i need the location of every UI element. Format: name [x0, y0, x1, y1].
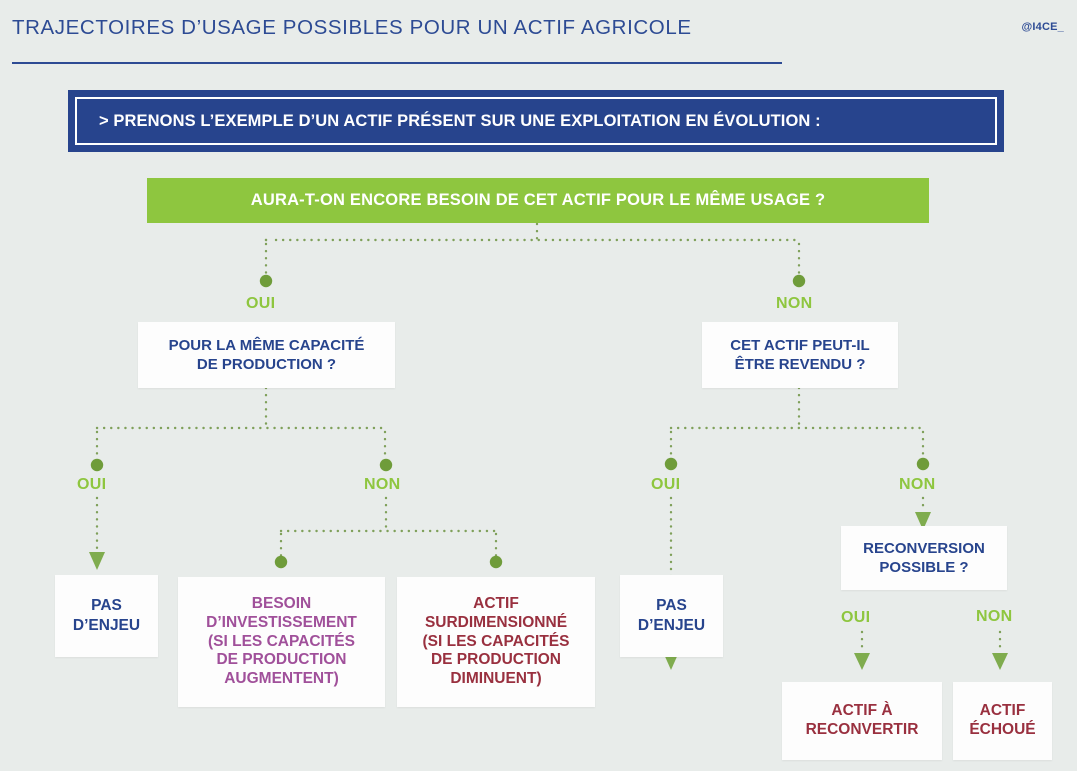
title-divider: [12, 62, 782, 64]
outcome-besoin-sub1: (SI LES CAPACITÉS: [208, 632, 355, 650]
outcome-besoin-line2: D’INVESTISSEMENT: [206, 613, 357, 631]
label-reconversion-no: NON: [976, 608, 1013, 625]
page-title: TRAJECTOIRES D’USAGE POSSIBLES POUR UN A…: [12, 16, 692, 39]
intro-banner-inner-border: > PRENONS L’EXEMPLE D’UN ACTIF PRÉSENT S…: [75, 97, 997, 145]
question-reconversion-line1: RECONVERSION: [863, 539, 985, 557]
question-box-right-resale: CET ACTIF PEUT-IL ÊTRE REVENDU ?: [702, 322, 898, 388]
question-right-line1: CET ACTIF PEUT-IL: [730, 336, 870, 354]
outcome-box-actif-a-reconvertir: ACTIF À RECONVERTIR: [782, 682, 942, 760]
outcome-surdim-sub3: DIMINUENT): [450, 670, 542, 688]
outcome-box-besoin-investissement: BESOIN D’INVESTISSEMENT (SI LES CAPACITÉ…: [178, 577, 385, 707]
outcome-box-actif-echoue: ACTIF ÉCHOUÉ: [953, 682, 1052, 760]
outcome-echoue-line2: ÉCHOUÉ: [969, 721, 1036, 738]
outcome-surdim-sub2: DE PRODUCTION: [430, 651, 562, 669]
outcome-pas-denjeu-left-line2: D’ENJEU: [72, 617, 141, 634]
label-root-yes: OUI: [246, 295, 276, 312]
question-right-line2: ÊTRE REVENDU ?: [734, 356, 866, 373]
outcome-box-actif-surdimensionne: ACTIF SURDIMENSIONNÉ (SI LES CAPACITÉS D…: [397, 577, 595, 707]
question-left-line2: DE PRODUCTION ?: [196, 356, 337, 373]
outcome-box-pas-denjeu-right: PAS D’ENJEU: [620, 575, 723, 657]
root-question-bar: AURA-T-ON ENCORE BESOIN DE CET ACTIF POU…: [147, 178, 929, 223]
outcome-besoin-sub2: DE PRODUCTION: [216, 651, 347, 669]
question-left-line1: POUR LA MÊME CAPACITÉ: [168, 336, 365, 354]
outcome-besoin-sub3: AUGMENTENT): [224, 670, 339, 688]
outcome-pas-denjeu-right-line1: PAS: [656, 597, 687, 615]
outcome-reconvertir-line2: RECONVERTIR: [805, 721, 919, 738]
outcome-surdim-sub1: (SI LES CAPACITÉS: [422, 632, 570, 650]
outcome-surdim-line1: ACTIF: [473, 594, 519, 612]
outcome-echoue-line1: ACTIF: [979, 702, 1026, 720]
outcome-reconvertir-line1: ACTIF À: [831, 702, 893, 720]
question-box-left-capacity: POUR LA MÊME CAPACITÉ DE PRODUCTION ?: [138, 322, 395, 388]
outcome-box-pas-denjeu-left: PAS D’ENJEU: [55, 575, 158, 657]
question-box-reconversion: RECONVERSION POSSIBLE ?: [841, 526, 1007, 590]
label-left-yes: OUI: [77, 476, 107, 493]
label-left-no: NON: [364, 476, 401, 493]
root-question-text: AURA-T-ON ENCORE BESOIN DE CET ACTIF POU…: [250, 191, 826, 209]
outcome-surdim-line2: SURDIMENSIONNÉ: [424, 613, 568, 631]
intro-banner: > PRENONS L’EXEMPLE D’UN ACTIF PRÉSENT S…: [68, 90, 1004, 152]
outcome-pas-denjeu-right-line2: D’ENJEU: [637, 617, 706, 634]
outcome-besoin-line1: BESOIN: [251, 594, 312, 612]
label-right-no: NON: [899, 476, 936, 493]
intro-banner-text: > PRENONS L’EXEMPLE D’UN ACTIF PRÉSENT S…: [99, 111, 821, 130]
label-reconversion-yes: OUI: [841, 609, 871, 626]
label-root-no: NON: [776, 295, 813, 312]
label-right-yes: OUI: [651, 476, 681, 493]
outcome-pas-denjeu-left-line1: PAS: [91, 597, 122, 615]
brand-handle: @I4CE_: [1021, 21, 1064, 33]
question-reconversion-line2: POSSIBLE ?: [879, 559, 969, 576]
